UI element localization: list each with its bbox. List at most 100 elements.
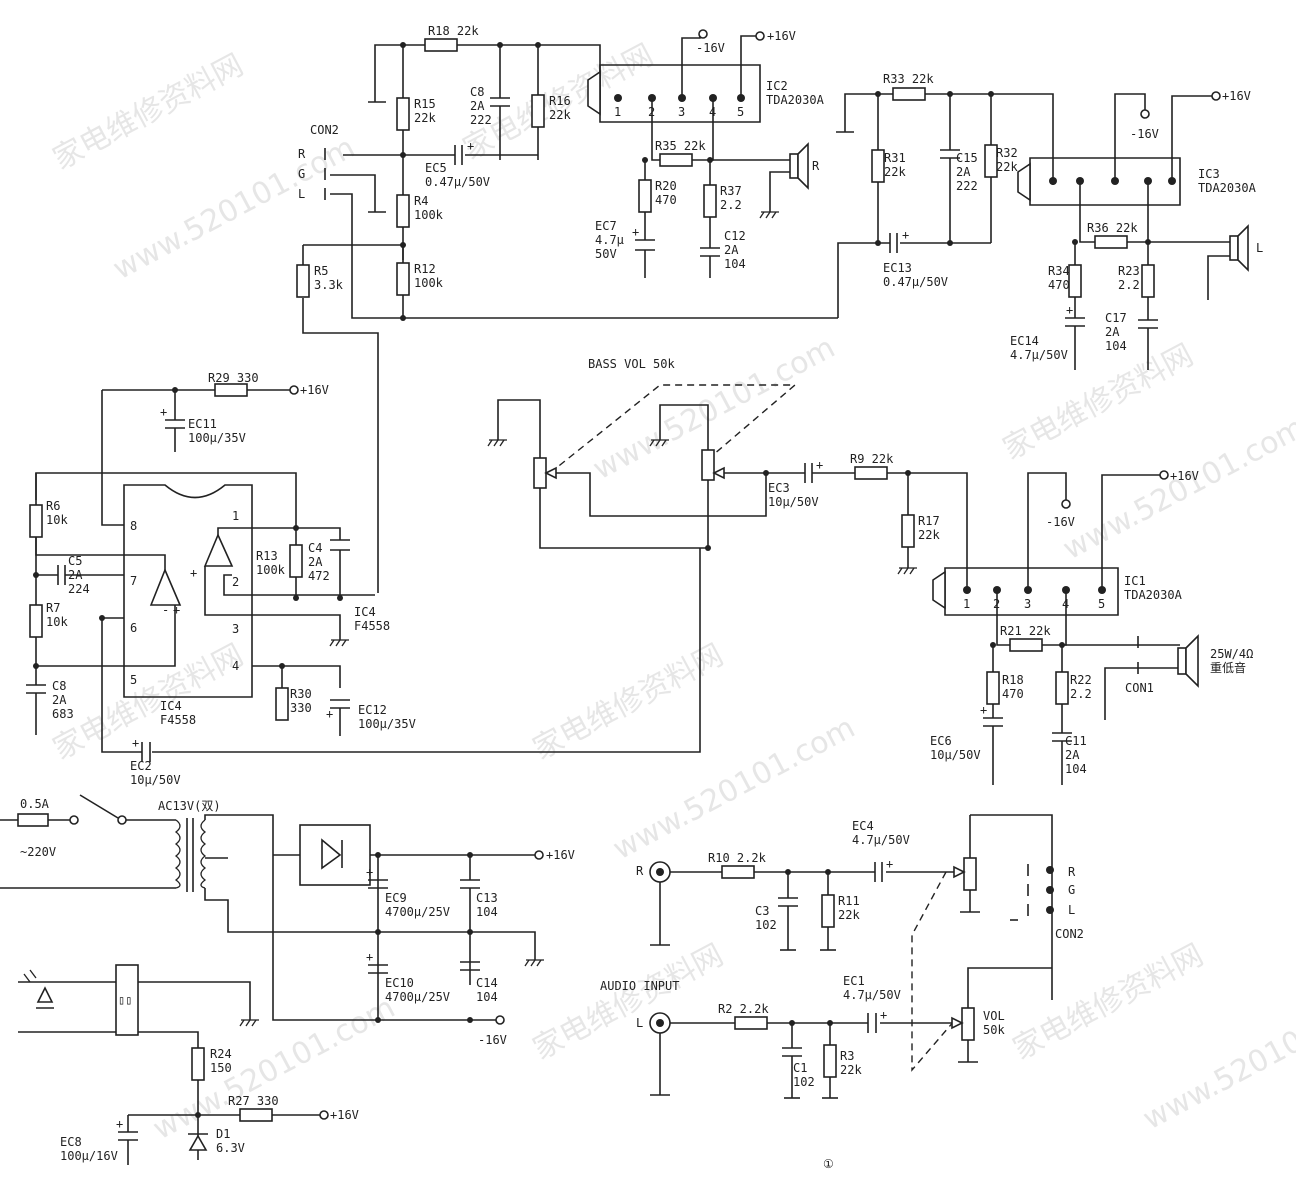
watermark-url: www.520101.com [1137, 980, 1296, 1137]
label-r10: R10 2.2k [708, 851, 767, 865]
watermark-cn: 家电维修资料网 [47, 638, 249, 767]
label-spk-r: R [812, 159, 820, 173]
svg-text:1: 1 [232, 509, 239, 523]
svg-text:+: + [326, 707, 333, 721]
label-r33: R33 22k [883, 72, 934, 86]
label-r29: R29 330 [208, 371, 259, 385]
label-pwr-pos-top: +16V [767, 29, 796, 43]
label-con2-r: R [298, 147, 306, 161]
subwoofer-icon [1177, 634, 1199, 688]
svg-text:8: 8 [130, 519, 137, 533]
transformer-icon [174, 818, 207, 892]
svg-text:7: 7 [130, 574, 137, 588]
svg-text:4: 4 [232, 659, 239, 673]
watermark-cn: 家电维修资料网 [47, 48, 249, 177]
label-r9: R9 22k [850, 452, 894, 466]
label-r18: R18 22k [428, 24, 479, 38]
label-r35: R35 22k [655, 139, 706, 153]
watermark-cn: 家电维修资料网 [527, 638, 729, 767]
label-con2-g: G [298, 167, 305, 181]
label-pwr-neg-psu: -16V [478, 1033, 507, 1047]
svg-text:1: 1 [614, 105, 621, 119]
label-pwr-pos-psu: +16V [546, 848, 575, 862]
label-pwr-neg-top: -16V [696, 41, 725, 55]
watermark-cn: 家电维修资料网 [1007, 938, 1209, 1067]
svg-text:1: 1 [963, 597, 970, 611]
svg-text:+: + [467, 139, 474, 153]
svg-text:+: + [902, 228, 909, 242]
relay-icon: ▯▯ [118, 993, 132, 1007]
svg-text:+: + [366, 950, 373, 964]
label-r27: R27 330 [228, 1094, 279, 1108]
label-con2-top: CON2 [310, 123, 339, 137]
watermark-url: www.520101.com [1057, 410, 1296, 567]
svg-text:5: 5 [1098, 597, 1105, 611]
label-fuse: 0.5A [20, 797, 50, 811]
svg-text:-: - [162, 603, 169, 617]
label-con1: CON1 [1125, 681, 1154, 695]
label-con2b-l: L [1068, 903, 1075, 917]
svg-text:+: + [173, 603, 180, 617]
svg-text:+: + [880, 1008, 887, 1022]
svg-text:2: 2 [232, 575, 239, 589]
svg-text:+: + [980, 703, 987, 717]
label-spk-l: L [1256, 241, 1263, 255]
svg-text:+: + [366, 865, 373, 879]
label-bass-vol: BASS VOL 50k [588, 357, 675, 371]
svg-text:5: 5 [737, 105, 744, 119]
label-mains: ~220V [20, 845, 56, 859]
watermark-cn: 家电维修资料网 [527, 938, 729, 1067]
label-r36: R36 22k [1087, 221, 1138, 235]
label-in-l: L [636, 1016, 643, 1030]
svg-text:+: + [132, 736, 139, 750]
svg-text:+: + [160, 405, 167, 419]
svg-text:6: 6 [130, 621, 137, 635]
label-audio-input: AUDIO INPUT [600, 979, 679, 993]
label-r2: R2 2.2k [718, 1002, 769, 1016]
svg-text:3: 3 [232, 622, 239, 636]
label-con2b-g: G [1068, 883, 1075, 897]
label-con2-b: CON2 [1055, 927, 1084, 941]
label-con2b-r: R [1068, 865, 1076, 879]
svg-text:5: 5 [130, 673, 137, 687]
